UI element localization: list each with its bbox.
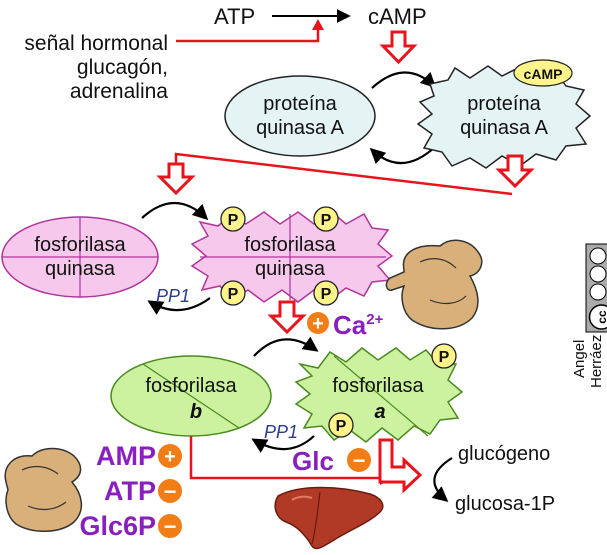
ca-label: Ca2+ [333, 310, 384, 340]
pka-inactive-ellipse [224, 75, 376, 157]
pka-inactive-line-1: proteína [263, 93, 337, 115]
signal-red-arrowhead [312, 19, 324, 30]
camp-badge-label: cAMP [524, 66, 563, 82]
effector-amp-sign: + [164, 446, 176, 468]
glycogen-reaction-arrow [431, 457, 453, 502]
glucose-1p-label: glucosa-1P [455, 493, 555, 515]
effector-atp-label: ATP [104, 476, 156, 506]
phosphate-label: P [228, 212, 239, 229]
phk-pp1-arrow [147, 297, 211, 315]
pka-inactive-line-2: quinasa A [256, 117, 345, 139]
pka-deactivation-arrow [369, 145, 437, 165]
phosphate-badge: P [431, 343, 457, 369]
phosphate-badge: P [313, 280, 339, 306]
cc-logo-icon [588, 304, 607, 330]
phosphate-label: P [439, 349, 450, 366]
nc-icon [589, 265, 607, 283]
signal-line-3: adrenalina [70, 80, 168, 103]
pka-to-phk-red-line [174, 152, 513, 196]
phos-a-line-2: a [374, 401, 385, 423]
pka-active-line-2: quinasa A [460, 117, 549, 139]
cc-logo-text: cc [595, 310, 607, 324]
phos-b-line-1: fosforilasa [145, 375, 237, 397]
glc-label: Glc [292, 446, 334, 476]
flexed-arm-icon [4, 447, 83, 532]
phk-inactive-line-1: fosforilasa [34, 234, 126, 256]
atp-label: ATP [214, 4, 255, 29]
phk-pp1-label: PP1 [156, 286, 190, 306]
phosphate-badge: P [220, 206, 246, 232]
effector-atp-sign: − [164, 479, 177, 504]
effector-amp-circle [158, 444, 182, 468]
phk-to-phos-down-arrow [267, 300, 307, 335]
effector-amp-label: AMP [96, 441, 156, 471]
glc-minus-sign: − [353, 448, 366, 473]
phos-b-divider [142, 363, 240, 429]
pka-activation-arrow [371, 71, 437, 89]
effector-glc6p-circle [158, 514, 182, 538]
ca-plus-sign: + [312, 313, 324, 335]
ca-superscript: 2+ [366, 311, 383, 328]
pka-active-line-1: proteína [467, 93, 541, 115]
phosphate-label: P [336, 418, 347, 435]
phos-b-line-2: b [190, 401, 202, 423]
glycogen-label: glucógeno [458, 443, 550, 465]
pka-active-down-arrow [495, 154, 535, 189]
phos-a-line-1: fosforilasa [332, 375, 424, 397]
effector-glc6p-sign: − [164, 514, 177, 539]
phos-convert-arrow [253, 336, 319, 357]
phos-b-red-line [189, 436, 384, 480]
signal-red-arrow [176, 28, 320, 43]
phosphate-badge: P [328, 412, 354, 438]
camp-down-arrow [379, 30, 418, 65]
effector-glc6p-label: Glc6P [79, 511, 156, 541]
effector-atp-circle [158, 479, 182, 503]
credit-line-1: Angel [571, 340, 588, 378]
by-icon [589, 283, 607, 301]
phk-inactive-line-2: quinasa [45, 258, 116, 280]
credit-line-2: Herráez [588, 335, 605, 388]
phosphate-badge: P [220, 280, 246, 306]
phk-down-arrow [156, 162, 196, 196]
phos-pp1-label: PP1 [264, 422, 298, 442]
pka-active-star [416, 65, 592, 169]
camp-badge [513, 59, 573, 87]
signal-line-1: señal hormonal [24, 32, 168, 55]
phosphate-label: P [321, 212, 332, 229]
flexed-arm-icon [385, 239, 483, 330]
liver-icon [274, 486, 384, 550]
phos-a-hollow-arrow [378, 438, 423, 494]
ca-plus-circle [307, 312, 329, 334]
phos-a-divider [333, 355, 429, 437]
sa-icon [589, 247, 607, 265]
cc-license-badge[interactable]: cc BY NC SA [585, 243, 607, 333]
phk-activation-arrow [141, 202, 209, 221]
phos-pp1-arrow [251, 435, 315, 453]
signal-line-2: glucagón, [77, 56, 168, 79]
phosphate-badge: P [313, 206, 339, 232]
glc-minus-circle [347, 448, 371, 472]
camp-label: cAMP [368, 4, 427, 29]
phk-active-line-2: quinasa [255, 258, 326, 280]
phk-active-line-1: fosforilasa [244, 234, 336, 256]
phosphate-label: P [321, 286, 332, 303]
ca-label-text: Ca [333, 310, 367, 340]
phosphate-label: P [228, 286, 239, 303]
